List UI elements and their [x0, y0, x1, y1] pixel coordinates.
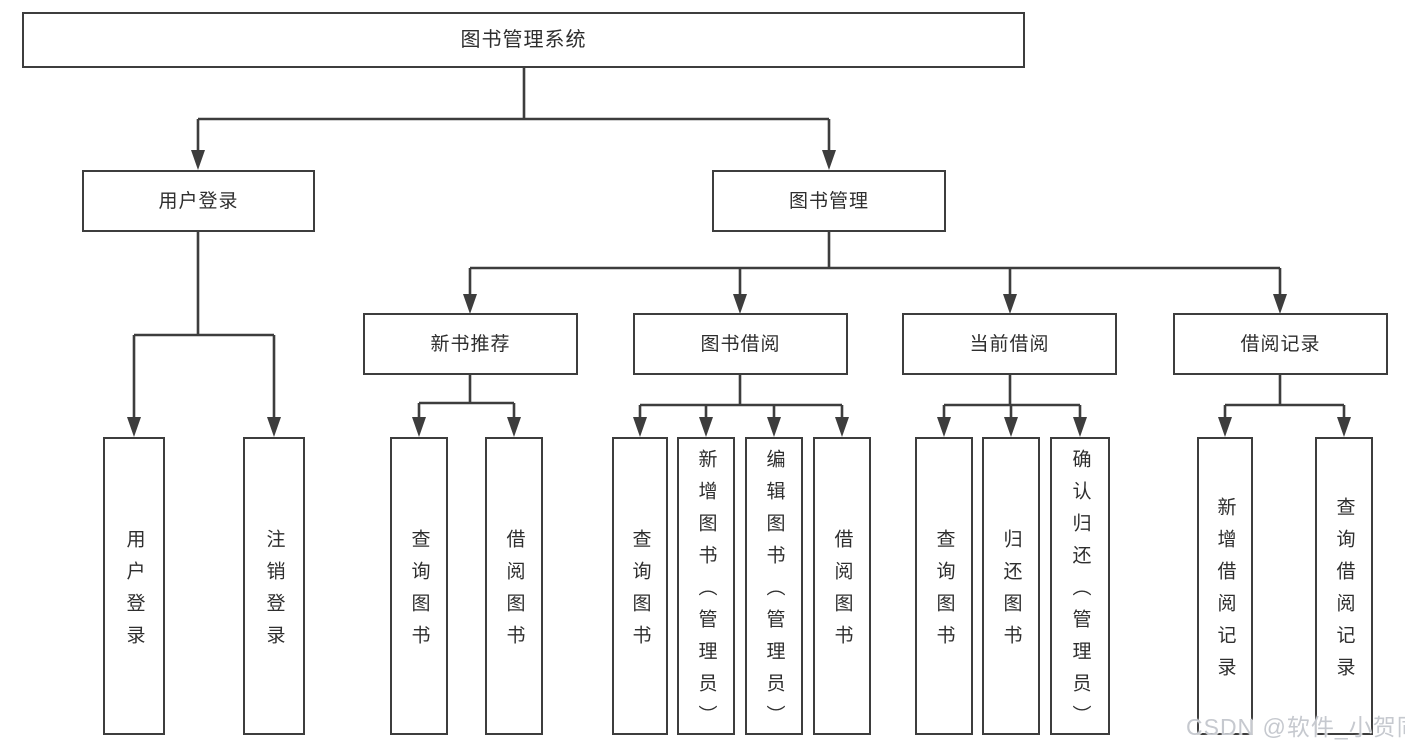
node-nb-query-book-label: 查询图书: [408, 528, 430, 657]
node-root-label: 图书管理系统: [460, 29, 587, 51]
node-cb-return-book: 归还图书: [982, 437, 1040, 735]
node-user-login-action-label: 用户登录: [123, 528, 145, 657]
node-root: 图书管理系统: [22, 12, 1025, 68]
node-bb-borrow-book: 借阅图书: [813, 437, 871, 735]
node-book-management: 图书管理: [712, 170, 946, 232]
node-nb-query-book: 查询图书: [390, 437, 448, 735]
node-user-login: 用户登录: [82, 170, 315, 232]
node-cb-query-book-label: 查询图书: [933, 528, 955, 657]
node-book-borrow-label: 图书借阅: [700, 333, 781, 355]
node-cb-confirm-return-admin-label: 确认归还（管理员）: [1069, 448, 1091, 737]
node-bb-edit-book-admin: 编辑图书（管理员）: [745, 437, 803, 737]
node-br-query-record-label: 查询借阅记录: [1333, 496, 1355, 689]
node-current-borrow: 当前借阅: [902, 313, 1117, 375]
node-logout: 注销登录: [243, 437, 305, 735]
node-current-borrow-label: 当前借阅: [969, 333, 1050, 355]
node-logout-label: 注销登录: [263, 528, 285, 657]
node-bb-add-book-admin: 新增图书（管理员）: [677, 437, 735, 737]
node-nb-borrow-book-label: 借阅图书: [503, 528, 525, 657]
node-cb-query-book: 查询图书: [915, 437, 973, 735]
node-bb-query-book-label: 查询图书: [629, 528, 651, 657]
csdn-watermark: CSDN @软件_小贺同学: [1186, 714, 1405, 740]
node-book-borrow: 图书借阅: [633, 313, 848, 375]
node-nb-borrow-book: 借阅图书: [485, 437, 543, 735]
node-br-add-record-label: 新增借阅记录: [1214, 496, 1236, 689]
arrowheads: [127, 150, 1351, 437]
node-bb-add-book-admin-label: 新增图书（管理员）: [695, 448, 717, 737]
node-borrow-records: 借阅记录: [1173, 313, 1388, 375]
node-user-login-label: 用户登录: [158, 190, 239, 212]
node-cb-return-book-label: 归还图书: [1000, 528, 1022, 657]
node-bb-borrow-book-label: 借阅图书: [831, 528, 853, 657]
node-new-book-recommend-label: 新书推荐: [430, 333, 511, 355]
node-new-book-recommend: 新书推荐: [363, 313, 578, 375]
node-br-query-record: 查询借阅记录: [1315, 437, 1373, 735]
node-br-add-record: 新增借阅记录: [1197, 437, 1253, 735]
node-borrow-records-label: 借阅记录: [1240, 333, 1321, 355]
node-cb-confirm-return-admin: 确认归还（管理员）: [1050, 437, 1110, 737]
node-book-management-label: 图书管理: [788, 190, 869, 212]
node-bb-edit-book-admin-label: 编辑图书（管理员）: [763, 448, 785, 737]
node-user-login-action: 用户登录: [103, 437, 165, 735]
node-bb-query-book: 查询图书: [612, 437, 668, 735]
